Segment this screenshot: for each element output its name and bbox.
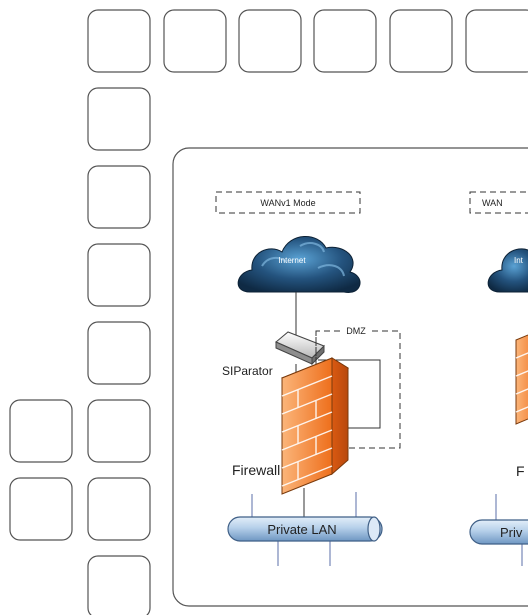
tile[interactable]: [87, 321, 151, 385]
lan-label: Priv: [500, 525, 523, 540]
tile[interactable]: [87, 9, 151, 73]
tile[interactable]: [313, 9, 377, 73]
tile[interactable]: [9, 477, 73, 541]
tile[interactable]: [465, 9, 528, 73]
lan-label: Private LAN: [267, 522, 336, 537]
tile[interactable]: [163, 9, 227, 73]
tile[interactable]: [238, 9, 302, 73]
tile[interactable]: [87, 477, 151, 541]
tile[interactable]: [9, 399, 73, 463]
siparator-device-icon: [275, 331, 325, 366]
lan-taps: [251, 492, 357, 566]
mode-label-box: [469, 191, 528, 214]
firewall-icon: [515, 334, 528, 425]
firewall-label: Firewall: [232, 462, 280, 478]
cloud-icon: [487, 248, 528, 293]
tile-grid: [9, 9, 528, 615]
tile[interactable]: [87, 165, 151, 229]
mode-label: WANv1 Mode: [260, 198, 315, 208]
tile[interactable]: [87, 399, 151, 463]
lan-pipe-icon: [469, 519, 528, 545]
dmz-link: [318, 359, 381, 429]
tile[interactable]: [87, 243, 151, 307]
tile[interactable]: [389, 9, 453, 73]
cloud-icon: [237, 236, 361, 293]
lan-pipe-icon: [227, 516, 383, 542]
mode-label-box: [215, 191, 361, 214]
tile[interactable]: [87, 555, 151, 615]
firewall-icon: [280, 357, 350, 495]
firewall-label: F: [516, 463, 525, 479]
cloud-label: Int: [514, 256, 524, 265]
dmz-label: DMZ: [346, 326, 366, 336]
tile[interactable]: [87, 87, 151, 151]
device-label: SIParator: [222, 364, 273, 378]
mode-label: WAN: [482, 198, 503, 208]
cloud-label: Internet: [278, 256, 306, 265]
